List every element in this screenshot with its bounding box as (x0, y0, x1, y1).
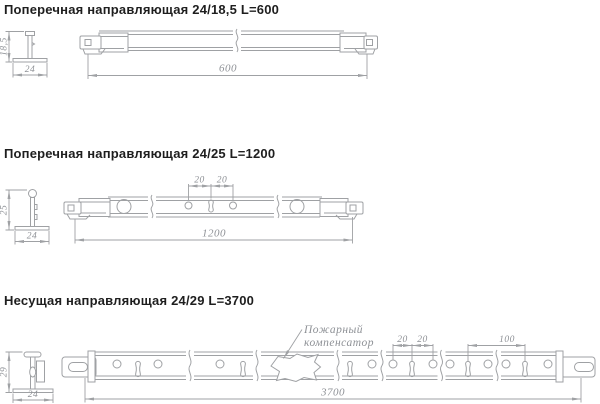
dim-label-width-1: 24 (25, 65, 36, 75)
round-hole (543, 359, 553, 369)
round-hole (445, 359, 455, 369)
cross-section-view-2 (14, 189, 50, 231)
break-line-2a (148, 194, 156, 219)
fire-compensator-cutout (270, 353, 322, 383)
round-hole (428, 359, 438, 369)
cross-section-view-1 (12, 31, 48, 63)
break-line-3f (493, 349, 501, 382)
dim-label-length-2: 1200 (202, 228, 226, 240)
round-hole (112, 359, 122, 369)
connector-hole (366, 39, 373, 46)
dim-label-height-2: 25 (0, 205, 10, 216)
break-line-3a (186, 349, 194, 382)
break-line-3b (253, 349, 261, 382)
round-hole (215, 359, 225, 369)
profile-1-left-connector (79, 32, 129, 55)
connector-hole (84, 39, 92, 46)
connector-hole (349, 204, 357, 212)
dim-label-length-1: 600 (219, 63, 237, 75)
hanger-oval-slot (68, 362, 88, 372)
bone-slot (409, 360, 415, 378)
leader-line (283, 329, 303, 359)
annotation-line-1: Пожарный (303, 323, 363, 336)
section-title-3: Несущая направляющая 24/29 L=3700 (4, 293, 255, 308)
section-title-1: Поперечная направляющая 24/18,5 L=600 (4, 2, 280, 17)
dim-label-height-3: 29 (0, 367, 10, 378)
bone-slot (465, 360, 471, 378)
dim-label-spacing-3b: 20 (417, 335, 428, 345)
profile-1-right-connector (339, 32, 378, 55)
large-hole (289, 199, 305, 214)
dimension-length-3: 3700 (84, 378, 582, 403)
round-hole (367, 359, 377, 369)
dim-label-spacing-2a: 20 (194, 176, 205, 186)
profile-view-2 (63, 194, 364, 220)
dimension-length-2: 1200 (74, 217, 353, 244)
dimension-width-3: 24 (12, 390, 54, 403)
round-hole (153, 359, 163, 369)
break-line-3d (378, 349, 386, 382)
profile-view-3 (61, 349, 596, 383)
bone-slot (522, 360, 528, 378)
dimension-height-3: 29 (0, 351, 23, 393)
small-hole (184, 201, 193, 210)
large-hole (116, 199, 132, 214)
dim-label-width-2: 24 (27, 232, 38, 242)
annotation-line-2: компенсатор (304, 337, 374, 349)
web-detail (34, 204, 38, 220)
profile-2-right-connector (319, 198, 364, 220)
keyhole-slot (208, 199, 214, 213)
profile-3-right-hanger-tab (555, 350, 596, 383)
dimension-height-1: 18,5 (0, 31, 24, 63)
dimension-height-2: 25 (0, 189, 27, 231)
break-line-3e (437, 349, 446, 382)
profile-2-left-connector (63, 198, 111, 220)
profile-3-left-hanger-tab (61, 350, 97, 383)
dim-label-pitch-3: 100 (499, 335, 515, 345)
web-detail (31, 42, 36, 46)
dim-label-spacing-2b: 20 (217, 176, 228, 186)
round-hole (483, 359, 493, 369)
bone-slot (240, 360, 246, 378)
hanger-oval-slot (574, 362, 594, 372)
dimension-hole-spacing-3: 20 20 (392, 335, 434, 362)
cross-section-view-3 (12, 351, 54, 393)
fire-compensator-callout: Пожарный компенсатор (283, 323, 374, 359)
break-line-3c (334, 349, 342, 382)
bone-slot (135, 360, 141, 378)
section-title-2: Поперечная направляющая 24/25 L=1200 (4, 146, 276, 161)
dimension-width-2: 24 (14, 231, 50, 245)
dim-label-width-3: 24 (28, 390, 39, 400)
dimension-hole-pitch-3: 100 (467, 335, 526, 362)
dimension-width-1: 24 (12, 63, 48, 78)
break-line-2b (274, 194, 282, 219)
connector-hole (67, 204, 75, 212)
break-line-1 (233, 28, 241, 53)
profile-view-1 (79, 28, 378, 55)
small-hole (229, 201, 237, 210)
bone-slot (347, 360, 353, 378)
dim-label-spacing-3a: 20 (397, 335, 408, 345)
dimension-hole-spacing-2: 20 20 (188, 176, 234, 201)
dim-label-length-3: 3700 (320, 387, 345, 399)
dim-label-height-1: 18,5 (0, 37, 10, 56)
round-hole (501, 359, 511, 369)
round-hole (388, 359, 398, 369)
web-oval-hole (29, 366, 37, 378)
dimension-length-1: 600 (87, 54, 368, 79)
